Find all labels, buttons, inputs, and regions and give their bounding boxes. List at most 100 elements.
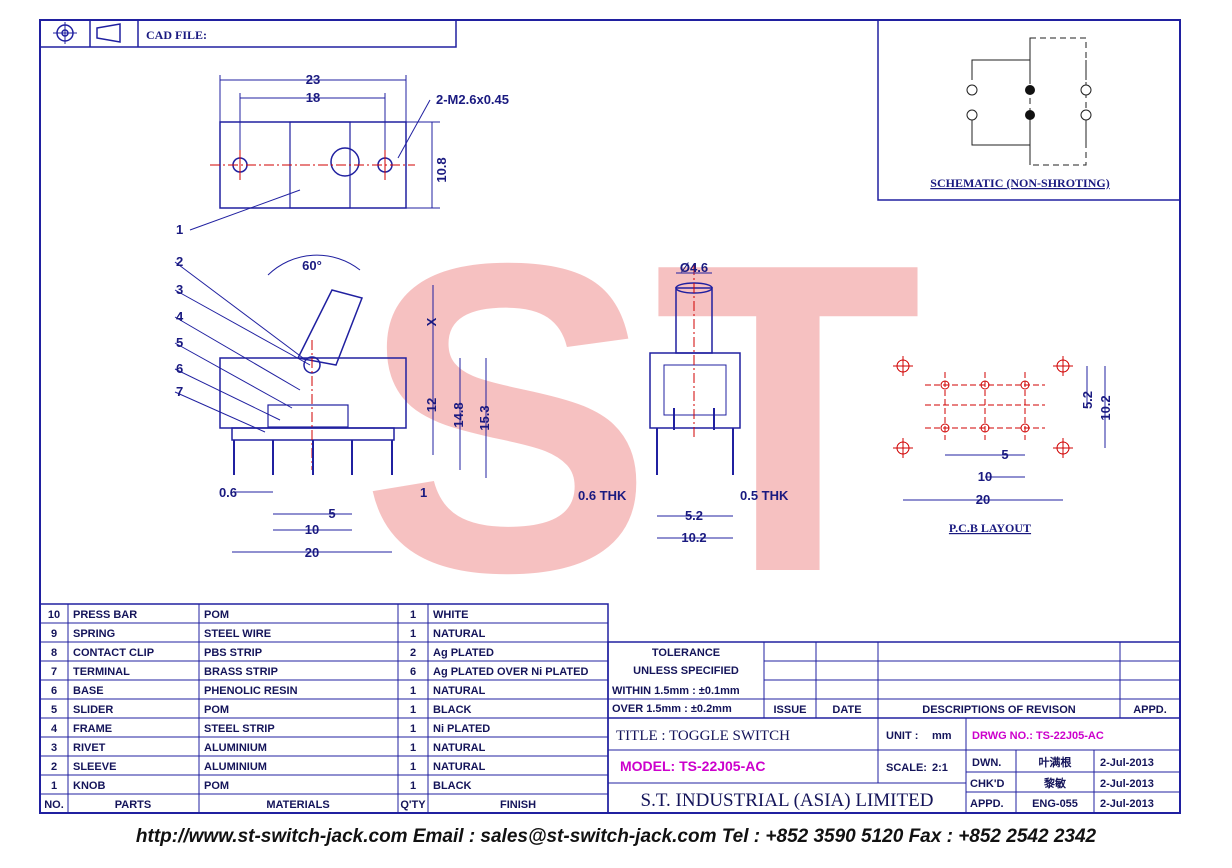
parts-cell-no: 3 xyxy=(51,742,57,754)
parts-cell-no: 7 xyxy=(51,666,57,678)
parts-cell-finish: NATURAL xyxy=(433,761,486,773)
parts-cell-no: 1 xyxy=(51,780,57,792)
top-view xyxy=(189,75,440,231)
dwn-date: 2-Jul-2013 xyxy=(1100,757,1154,769)
parts-cell-part: CONTACT CLIP xyxy=(73,647,154,659)
side-view xyxy=(174,254,487,553)
contact-footer: http://www.st-switch-jack.com Email : sa… xyxy=(135,826,1097,847)
parts-cell-qty: 1 xyxy=(410,628,416,640)
dwn-label: DWN. xyxy=(972,757,1001,769)
parts-cell-material: BRASS STRIP xyxy=(204,666,278,678)
scale-label: SCALE: xyxy=(886,762,927,774)
parts-cell-part: BASE xyxy=(73,685,104,697)
side-dim-12: 12 xyxy=(424,398,439,412)
parts-cell-material: POM xyxy=(204,704,229,716)
parts-cell-no: 2 xyxy=(51,761,57,773)
top-dim-holes: 18 xyxy=(306,90,320,105)
parts-cell-qty: 1 xyxy=(410,685,416,697)
appd-name: ENG-055 xyxy=(1032,798,1078,810)
pcb-layout xyxy=(893,356,1106,501)
schematic-label: SCHEMATIC (NON-SHROTING) xyxy=(930,176,1109,190)
parts-cell-finish: WHITE xyxy=(433,609,468,621)
rev-desc: DESCRIPTIONS OF REVISON xyxy=(922,704,1075,716)
parts-cell-qty: 1 xyxy=(410,609,416,621)
front-dim-102: 10.2 xyxy=(681,530,706,545)
front-dim-52: 5.2 xyxy=(685,508,703,523)
side-dim-1: 1 xyxy=(420,485,427,500)
parts-cell-finish: NATURAL xyxy=(433,742,486,754)
title-block xyxy=(607,641,1181,814)
unit-label: UNIT : xyxy=(886,730,918,742)
side-dim-153: 15.3 xyxy=(477,405,492,430)
callout-3: 3 xyxy=(176,282,183,297)
parts-cell-qty: 1 xyxy=(410,742,416,754)
front-thk-left: 0.6 THK xyxy=(578,488,627,503)
side-angle: 60° xyxy=(302,258,322,273)
schematic-box xyxy=(877,19,1181,201)
parts-cell-finish: BLACK xyxy=(433,780,472,792)
rev-appd: APPD. xyxy=(1133,704,1167,716)
parts-header-finish: FINISH xyxy=(500,799,536,811)
parts-cell-material: STEEL STRIP xyxy=(204,723,275,735)
model-number: MODEL: TS-22J05-AC xyxy=(620,758,765,774)
tol-line1: TOLERANCE xyxy=(652,647,720,659)
appd-date: 2-Jul-2013 xyxy=(1100,798,1154,810)
parts-cell-finish: Ag PLATED xyxy=(433,647,494,659)
pcb-dim-102: 10.2 xyxy=(1098,395,1113,420)
parts-cell-finish: Ag PLATED OVER Ni PLATED xyxy=(433,666,588,678)
watermark-text: ST xyxy=(360,173,922,664)
side-dim-x: X xyxy=(424,317,439,326)
parts-cell-no: 6 xyxy=(51,685,57,697)
side-dim-06: 0.6 xyxy=(219,485,237,500)
tol-line3: WITHIN 1.5mm : ±0.1mm xyxy=(612,685,740,697)
parts-cell-material: ALUMINIUM xyxy=(204,742,267,754)
dwn-name: 叶满根 xyxy=(1039,755,1073,769)
chkd-date: 2-Jul-2013 xyxy=(1100,778,1154,790)
parts-cell-no: 4 xyxy=(51,723,58,735)
callout-5: 5 xyxy=(176,335,183,350)
parts-cell-part: RIVET xyxy=(73,742,106,754)
parts-header-qty: Q'TY xyxy=(400,799,426,811)
pcb-dim-52: 5.2 xyxy=(1080,391,1095,409)
tol-line4: OVER 1.5mm : ±0.2mm xyxy=(612,703,732,715)
company-name: S.T. INDUSTRIAL (ASIA) LIMITED xyxy=(641,790,934,811)
top-dim-height: 10.8 xyxy=(434,157,449,182)
front-dim-dia: Ø4.6 xyxy=(680,260,708,275)
parts-cell-material: STEEL WIRE xyxy=(204,628,271,640)
parts-header-parts: PARTS xyxy=(115,799,151,811)
chkd-name: 黎敏 xyxy=(1044,776,1067,790)
parts-cell-qty: 1 xyxy=(410,723,416,735)
pcb-label: P.C.B LAYOUT xyxy=(949,521,1031,535)
parts-cell-qty: 2 xyxy=(410,647,416,659)
parts-cell-material: POM xyxy=(204,609,229,621)
tol-line2: UNLESS SPECIFIED xyxy=(633,665,739,677)
parts-cell-finish: BLACK xyxy=(433,704,472,716)
st-watermark: ST xyxy=(360,173,922,664)
callout-labels: 1 2 3 4 5 6 7 xyxy=(176,222,184,399)
parts-cell-material: PBS STRIP xyxy=(204,647,262,659)
schematic-diagram xyxy=(966,37,1092,166)
parts-cell-material: ALUMINIUM xyxy=(204,761,267,773)
unit-value: mm xyxy=(932,730,952,742)
parts-cell-finish: NATURAL xyxy=(433,628,486,640)
parts-cell-no: 8 xyxy=(51,647,57,659)
parts-cell-part: TERMINAL xyxy=(73,666,130,678)
parts-cell-no: 5 xyxy=(51,704,57,716)
parts-cell-part: SLEEVE xyxy=(73,761,116,773)
parts-cell-qty: 6 xyxy=(410,666,416,678)
drwg-number: DRWG NO.: TS-22J05-AC xyxy=(972,730,1104,742)
pcb-dim-20: 20 xyxy=(976,492,990,507)
side-dim-5: 5 xyxy=(328,506,335,521)
cad-file-label: CAD FILE: xyxy=(146,28,207,42)
parts-cell-part: SLIDER xyxy=(73,704,113,716)
callout-7: 7 xyxy=(176,384,183,399)
rev-issue: ISSUE xyxy=(773,704,806,716)
top-dim-overall: 23 xyxy=(306,72,320,87)
parts-cell-finish: NATURAL xyxy=(433,685,486,697)
parts-cell-no: 10 xyxy=(48,609,60,621)
parts-cell-qty: 1 xyxy=(410,761,416,773)
projection-symbol-icon xyxy=(53,22,121,44)
parts-cell-part: PRESS BAR xyxy=(73,609,137,621)
